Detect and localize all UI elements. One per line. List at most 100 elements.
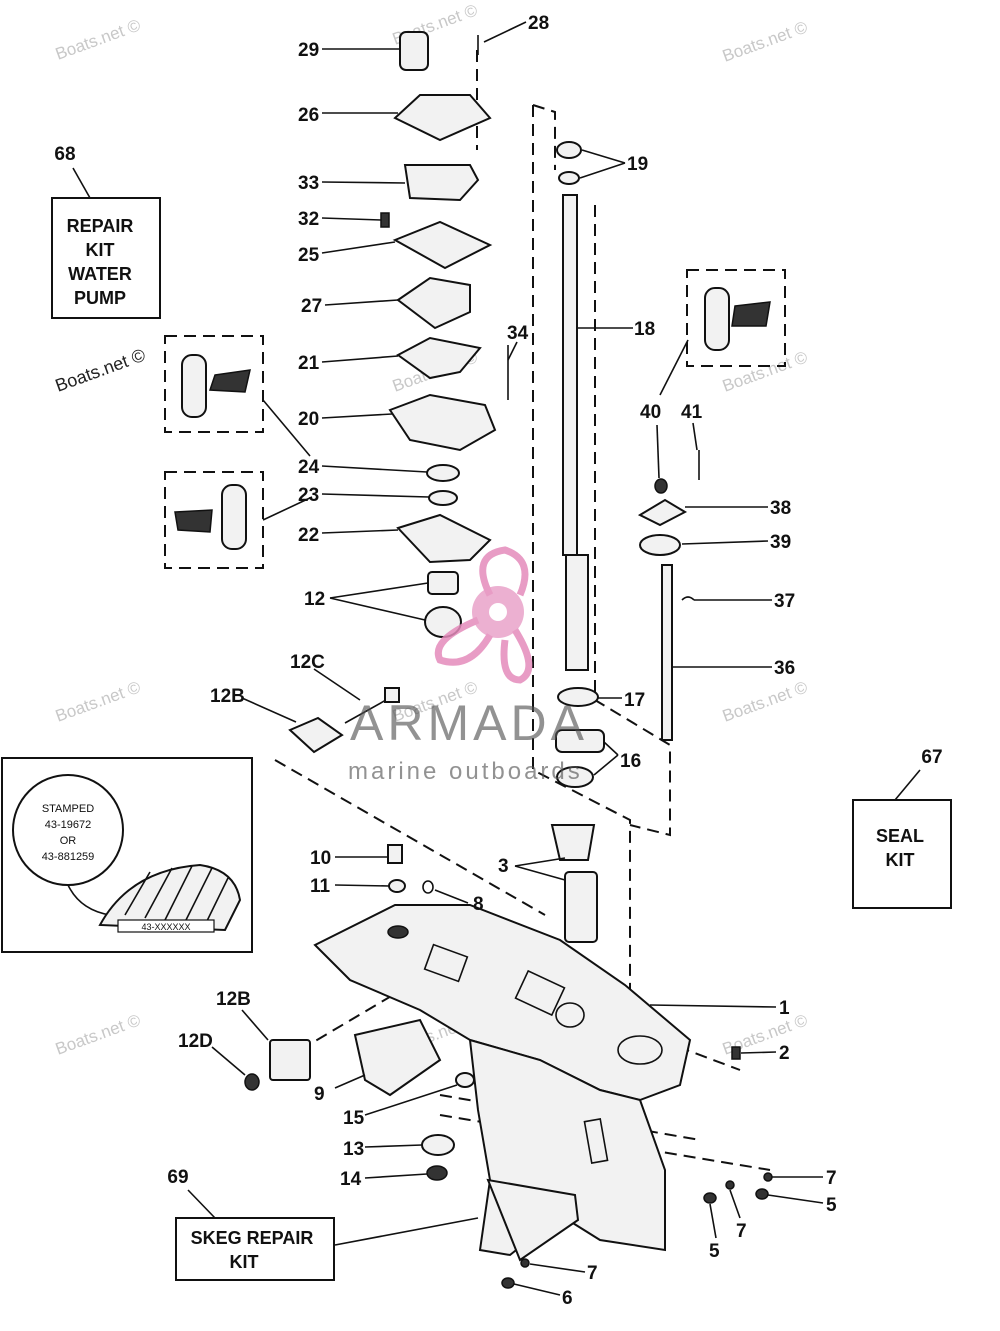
kit-box: [852, 799, 952, 909]
stamp-line: STAMPED: [42, 803, 94, 815]
part-8-ring: [422, 880, 434, 894]
kit-seal: SEAL KIT 67: [852, 747, 952, 909]
watermark-text: Boats.net ©: [53, 677, 144, 725]
callout-label: 37: [774, 591, 795, 612]
shift-parts: [637, 450, 700, 741]
callout-label: 16: [620, 751, 641, 772]
callout-label: 39: [770, 532, 791, 553]
part-12b-anode-top: [288, 716, 344, 754]
part-21-gasket: [396, 336, 482, 380]
skeg: [486, 1178, 580, 1262]
part-19-cap: [556, 141, 582, 159]
kit-repair-water-pump: REPAIR KIT WATER PUMP 68: [51, 144, 161, 319]
hardware-bottom: [501, 1172, 773, 1289]
part-10-screw: [387, 844, 403, 864]
callout-labels: 29 28 26 19 33 32 25 27 18 34 21 40 41 2…: [178, 13, 837, 1309]
part-2-pin: [731, 1046, 741, 1060]
watermark-text: Boats.net ©: [720, 17, 811, 65]
part-11-washer: [388, 879, 406, 893]
callout-label: 27: [301, 296, 322, 317]
callout-label: 8: [473, 894, 484, 915]
callout-label: 13: [343, 1139, 364, 1160]
callout-label: 2: [779, 1043, 790, 1064]
callout-label: 21: [298, 353, 320, 374]
kit-line: SEAL: [876, 826, 924, 846]
callout-label: 10: [310, 848, 331, 869]
part-15-plug: [455, 1072, 475, 1088]
callout-label: 7: [587, 1263, 598, 1284]
gear-housing: [313, 904, 692, 1262]
callout-label: 19: [627, 154, 648, 175]
watermark-text: Boats.net ©: [720, 347, 811, 395]
callout-label: 36: [774, 658, 795, 679]
callout-label: 20: [298, 409, 319, 430]
callout-label: 7: [826, 1168, 837, 1189]
watermark-text: Boats.net ©: [53, 15, 144, 63]
part-32-key: [380, 212, 390, 228]
callout-label: 38: [770, 498, 791, 519]
gear-inset: STAMPED 43-19672 OR 43-881259 43-XXXXXX: [1, 757, 253, 953]
part-1-gear-housing-top: [313, 904, 692, 1102]
part-14-washer: [426, 1165, 448, 1181]
kit-line: KIT: [886, 850, 915, 870]
kit-line: REPAIR: [67, 216, 134, 236]
part-22-gasket: [396, 513, 492, 564]
callout-label: 28: [528, 13, 549, 34]
watermark-text: Boats.net ©: [720, 677, 811, 725]
callout-label: 22: [298, 525, 319, 546]
part-23-seal: [428, 490, 458, 506]
callout-label: 14: [340, 1169, 362, 1190]
callout-label: 3: [498, 856, 509, 877]
part-19-ring: [558, 171, 580, 185]
kit-line: KIT: [86, 240, 115, 260]
gear-code: 43-XXXXXX: [141, 922, 190, 932]
part-38-bracket: [637, 498, 688, 527]
callout-label: 32: [298, 209, 319, 230]
kit-line: KIT: [230, 1252, 259, 1272]
kit-box: [175, 1217, 335, 1281]
part-3-pinion-upper: [550, 824, 596, 861]
part-3-pinion-lower: [564, 871, 598, 943]
part-16-bearing: [556, 766, 594, 788]
callout-label: 12B: [216, 989, 251, 1010]
callout-label: 12B: [210, 686, 245, 707]
callout-label: 29: [298, 40, 319, 61]
part-18-shaft-lower: [565, 554, 589, 671]
leader-lines: [72, 21, 921, 1296]
anode-parts: [244, 687, 741, 1181]
kit-ref: 67: [921, 747, 942, 768]
callout-label: 26: [298, 105, 319, 126]
part-40-grommet: [654, 478, 668, 494]
part-20-base: [388, 393, 497, 452]
callout-label: 41: [681, 402, 703, 423]
brand-name: ARMADA: [350, 695, 588, 751]
kit-line: SKEG REPAIR: [191, 1228, 314, 1248]
callout-label: 12C: [290, 652, 325, 673]
brand-tagline: marine outboards: [348, 758, 583, 785]
callout-label: 17: [624, 690, 645, 711]
brand-watermark: ARMADA marine outboards: [348, 546, 588, 785]
callout-label: 5: [826, 1195, 837, 1216]
part-12d-nut: [244, 1073, 260, 1091]
watermark-text-dark: Boats.net ©: [53, 345, 148, 396]
part-24-seal: [426, 464, 460, 482]
part-13-seal: [421, 1134, 455, 1156]
kit-line: WATER: [68, 264, 132, 284]
part-33-impeller: [403, 164, 480, 202]
callout-label: 11: [310, 876, 331, 897]
kit-box: [51, 197, 161, 319]
kit-ref: 68: [54, 144, 75, 165]
callout-label: 5: [709, 1241, 720, 1262]
kit-line: PUMP: [74, 288, 126, 308]
water-pump-parts: [380, 31, 509, 638]
part-9-trim-tab: [353, 1018, 442, 1097]
stamp-line: 43-19672: [45, 819, 92, 831]
callout-label: 40: [640, 402, 661, 423]
callout-label: 24: [298, 457, 320, 478]
watermark-text: Boats.net ©: [53, 1010, 144, 1058]
callout-label: 7: [736, 1221, 747, 1242]
callout-label: 33: [298, 173, 319, 194]
part-36-shift-shaft: [661, 564, 673, 741]
part-39-seal: [639, 534, 681, 556]
